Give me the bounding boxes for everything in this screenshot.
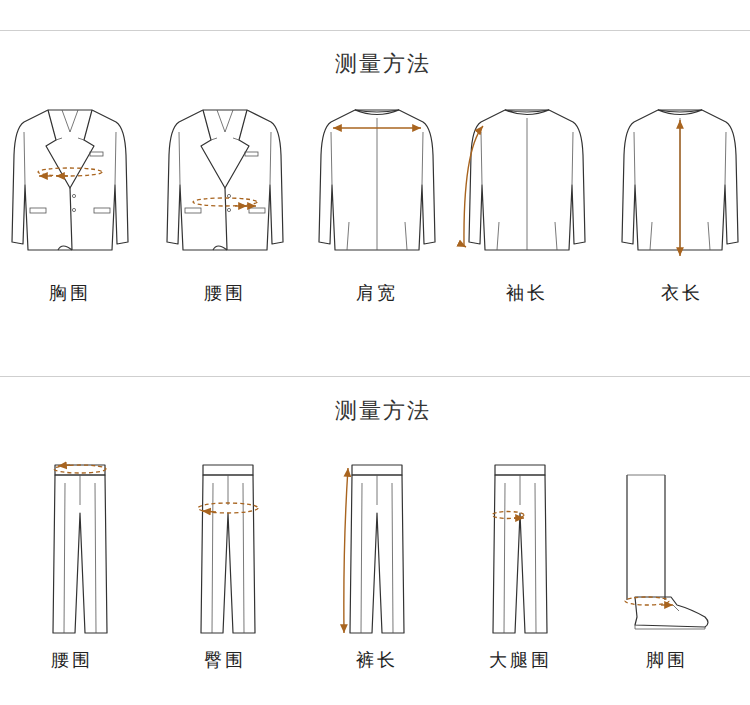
measure-label: 袖长 xyxy=(506,282,548,304)
leg-shoe-figure xyxy=(625,475,708,629)
jacket-figure xyxy=(622,110,738,256)
jacket-figure xyxy=(464,110,585,250)
jacket-figure xyxy=(12,110,128,250)
divider xyxy=(0,30,750,31)
pants-figure xyxy=(53,465,107,633)
measure-label: 衣长 xyxy=(661,282,703,304)
measure-label: 大腿围 xyxy=(489,649,552,671)
pants-figure xyxy=(198,465,258,633)
pants-figure xyxy=(492,465,547,633)
measure-label: 腰围 xyxy=(51,649,93,671)
jacket-figure xyxy=(167,110,283,250)
measure-label: 胸围 xyxy=(49,282,91,304)
pants-figure xyxy=(344,465,404,633)
section-heading: 测量方法 xyxy=(335,51,431,77)
divider xyxy=(0,376,750,377)
measure-label: 肩宽 xyxy=(356,282,398,304)
measure-label: 裤长 xyxy=(356,649,398,671)
measure-label: 腰围 xyxy=(204,282,246,304)
jacket-figure xyxy=(319,110,435,250)
measure-label: 脚围 xyxy=(646,649,688,671)
section-heading: 测量方法 xyxy=(335,398,431,424)
measure-label: 臀围 xyxy=(204,649,246,671)
